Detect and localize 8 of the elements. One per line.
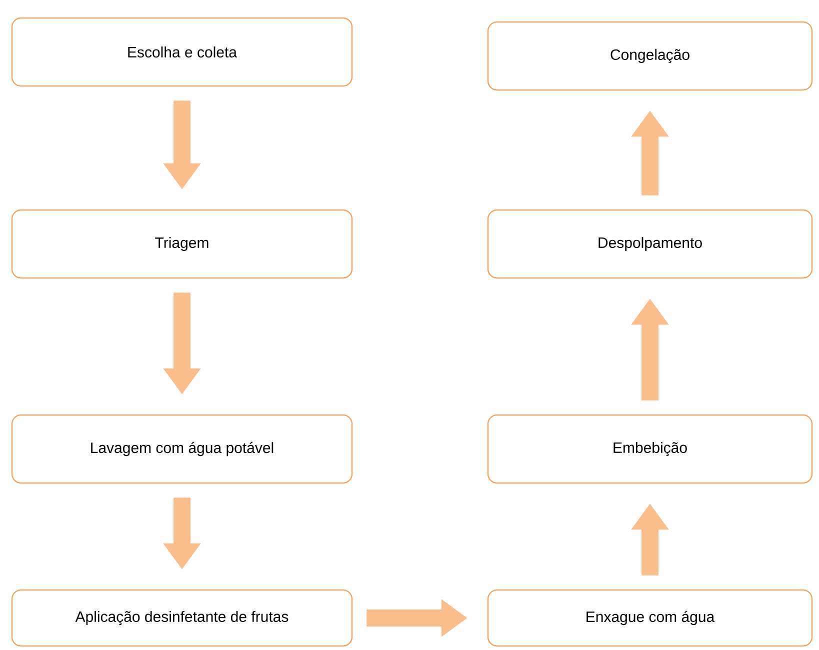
process-box: Aplicação desinfetante de frutas bbox=[11, 589, 353, 647]
process-box: Embebição bbox=[487, 414, 813, 484]
process-box: Escolha e coleta bbox=[11, 17, 353, 87]
process-box: Despolpamento bbox=[487, 209, 813, 279]
process-box: Lavagem com água potável bbox=[11, 414, 353, 484]
process-box: Enxague com água bbox=[487, 589, 813, 647]
process-box: Triagem bbox=[11, 209, 353, 279]
process-box: Congelação bbox=[487, 21, 813, 91]
